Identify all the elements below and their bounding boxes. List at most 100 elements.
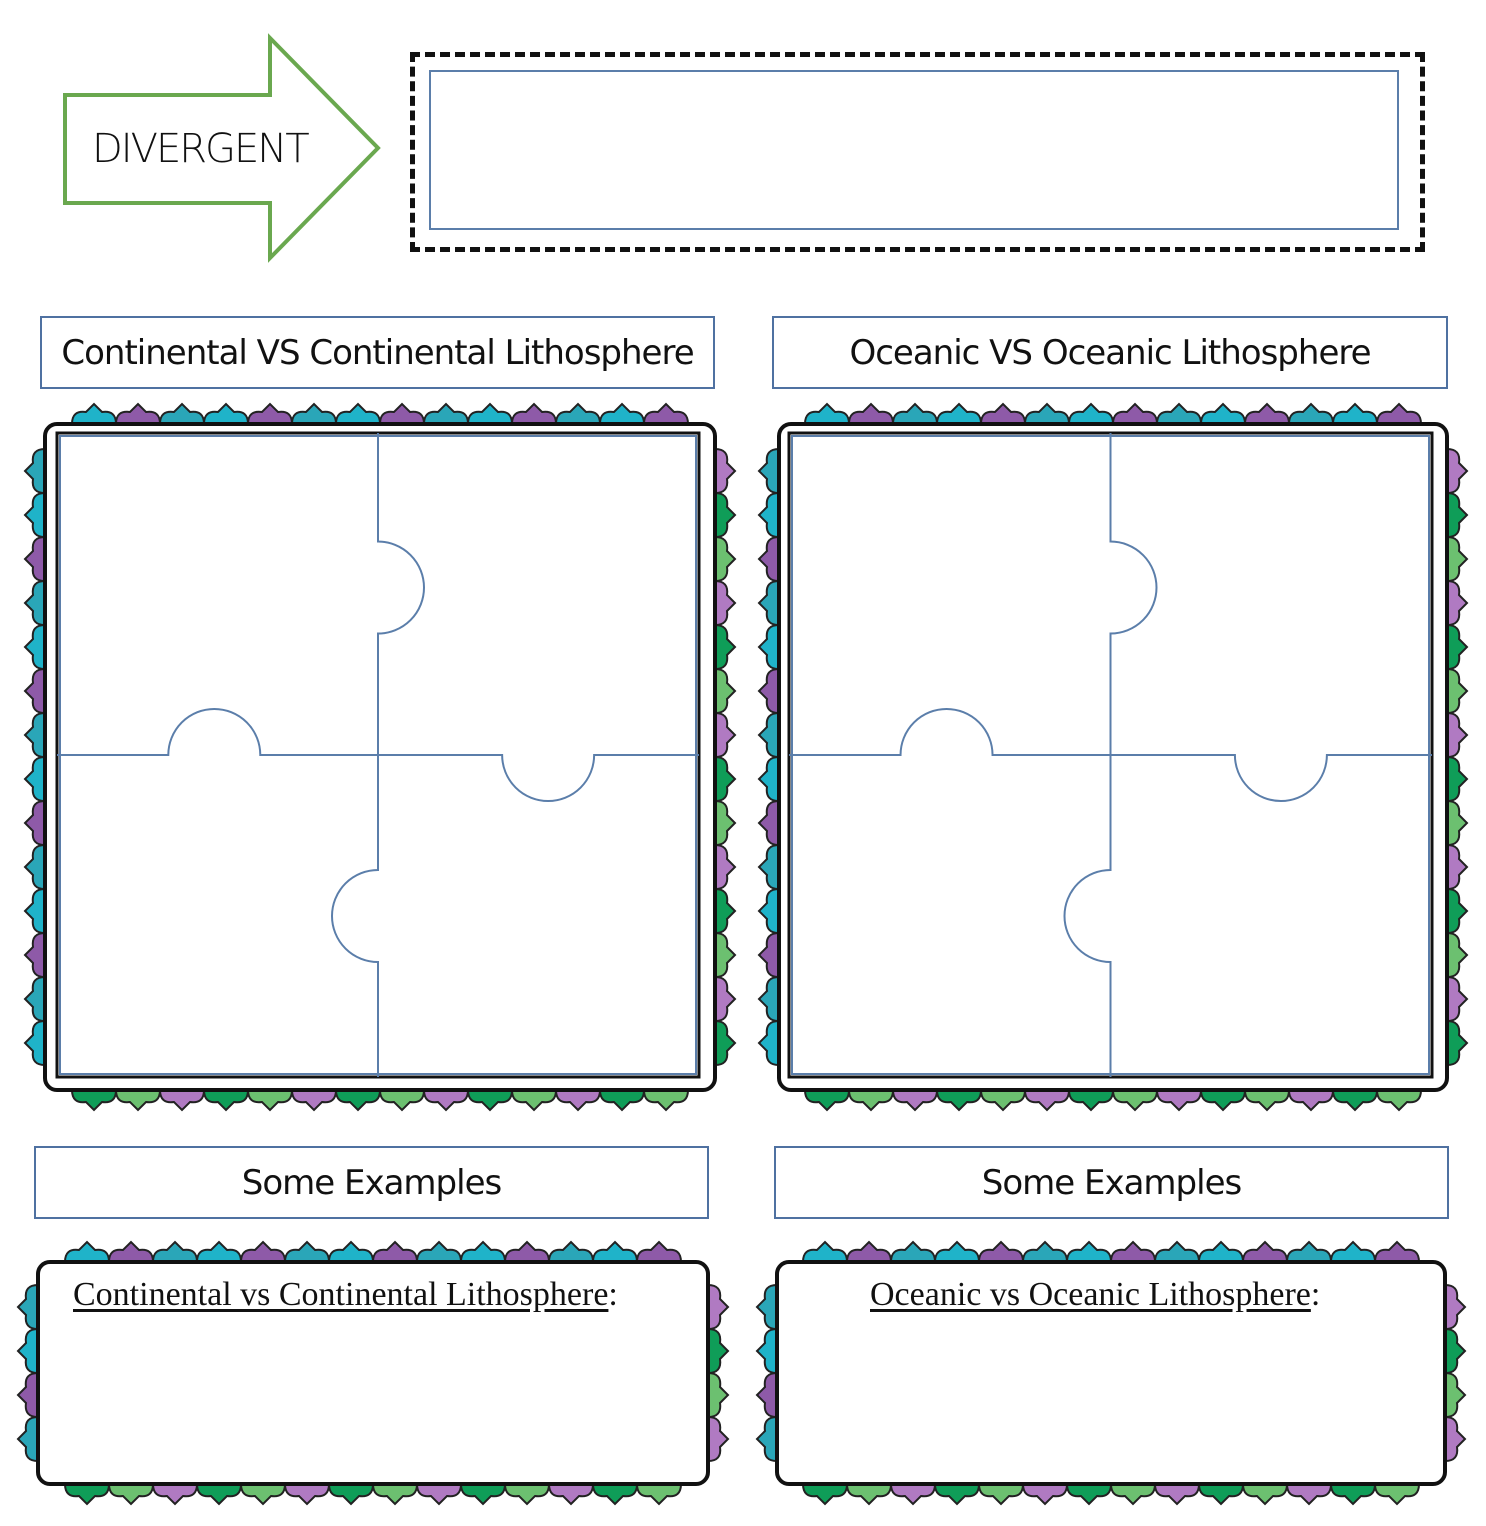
frame-scallop [239, 1483, 287, 1506]
frame-scallop [503, 1240, 551, 1263]
frame-scallop [714, 535, 737, 583]
right-examples-heading-text: Oceanic vs Oceanic Lithosphere [870, 1276, 1311, 1313]
frame-scallop [891, 1089, 939, 1112]
frame-scallop [459, 1483, 507, 1506]
frame-scallop [1446, 799, 1469, 847]
frame-scallop [466, 402, 514, 425]
frame-scallop [707, 1283, 730, 1331]
frame-scallop [547, 1240, 595, 1263]
frame-inner [36, 1260, 710, 1486]
frame-scallop [554, 1089, 602, 1112]
frame-scallop [1021, 1240, 1069, 1263]
puzzle-cut-left [789, 708, 1111, 756]
frame-scallop [714, 623, 737, 671]
frame-scallop [1285, 1240, 1333, 1263]
frame-inner [775, 1260, 1447, 1486]
puzzle-cut-bottom [331, 755, 379, 1077]
frame-scallop [714, 887, 737, 935]
frame-scallop [755, 1283, 778, 1331]
frame-scallop [23, 623, 46, 671]
frame-scallop [642, 402, 690, 425]
frame-scallop [1199, 402, 1247, 425]
frame-scallop [378, 1089, 426, 1112]
frame-scallop [801, 1483, 849, 1506]
frame-scallop [16, 1415, 39, 1463]
frame-scallop [598, 1089, 646, 1112]
frame-scallop [107, 1483, 155, 1506]
frame-scallop [202, 402, 250, 425]
frame-scallop [1331, 1089, 1379, 1112]
frame-scallop [63, 1240, 111, 1263]
frame-scallop [707, 1415, 730, 1463]
frame-scallop [1243, 402, 1291, 425]
frame-scallop [935, 402, 983, 425]
right-examples-title: Some Examples [774, 1146, 1449, 1219]
answer-box[interactable] [429, 70, 1399, 230]
frame-scallop [158, 1089, 206, 1112]
frame-scallop [1446, 975, 1469, 1023]
frame-scallop [1446, 623, 1469, 671]
frame-scallop [23, 799, 46, 847]
frame-scallop [642, 1089, 690, 1112]
frame-scallop [757, 1019, 780, 1067]
frame-scallop [1446, 579, 1469, 627]
frame-scallop [1375, 402, 1423, 425]
frame-scallop [757, 887, 780, 935]
right-arrow-icon [63, 33, 381, 263]
frame-scallop [757, 535, 780, 583]
frame-scallop [714, 755, 737, 803]
frame-scallop [1067, 402, 1115, 425]
frame-scallop [510, 1089, 558, 1112]
frame-scallop [1197, 1483, 1245, 1506]
left-panel-title: Continental VS Continental Lithosphere [40, 316, 715, 389]
frame-scallop [977, 1240, 1025, 1263]
frame-scallop [1331, 402, 1379, 425]
frame-scallop [714, 843, 737, 891]
frame-scallop [977, 1483, 1025, 1506]
frame-scallop [1444, 1415, 1467, 1463]
right-panel-title-text: Oceanic VS Oceanic Lithosphere [849, 332, 1371, 373]
frame-scallop [635, 1483, 683, 1506]
puzzle-cut-top [1109, 433, 1158, 755]
frame-scallop [845, 1483, 893, 1506]
frame-scallop [757, 843, 780, 891]
frame-scallop [1446, 755, 1469, 803]
frame-scallop [415, 1483, 463, 1506]
frame-scallop [23, 843, 46, 891]
frame-scallop [1023, 402, 1071, 425]
left-panel-title-text: Continental VS Continental Lithosphere [61, 332, 694, 373]
frame-scallop [371, 1483, 419, 1506]
frame-scallop [591, 1483, 639, 1506]
frame-scallop [1197, 1240, 1245, 1263]
frame-scallop [1446, 535, 1469, 583]
frame-scallop [1446, 711, 1469, 759]
frame-scallop [158, 402, 206, 425]
frame-scallop [23, 447, 46, 495]
frame-scallop [63, 1483, 111, 1506]
frame-scallop [554, 402, 602, 425]
frame-scallop [415, 1240, 463, 1263]
frame-scallop [114, 1089, 162, 1112]
frame-scallop [707, 1371, 730, 1419]
frame-scallop [847, 402, 895, 425]
frame-scallop [151, 1240, 199, 1263]
frame-scallop [707, 1327, 730, 1375]
frame-scallop [1155, 1089, 1203, 1112]
frame-scallop [16, 1371, 39, 1419]
frame-scallop [246, 402, 294, 425]
frame-scallop [1375, 1089, 1423, 1112]
frame-scallop [714, 931, 737, 979]
right-examples-title-text: Some Examples [981, 1162, 1242, 1203]
frame-scallop [714, 1019, 737, 1067]
frame-scallop [23, 491, 46, 539]
frame-scallop [1329, 1483, 1377, 1506]
frame-scallop [847, 1089, 895, 1112]
frame-scallop [327, 1240, 375, 1263]
frame-scallop [23, 1019, 46, 1067]
frame-scallop [714, 711, 737, 759]
frame-scallop [1065, 1483, 1113, 1506]
right-examples-frame [755, 1240, 1467, 1506]
frame-scallop [635, 1240, 683, 1263]
frame-scallop [510, 402, 558, 425]
puzzle-cut-bottom [1063, 755, 1112, 1077]
